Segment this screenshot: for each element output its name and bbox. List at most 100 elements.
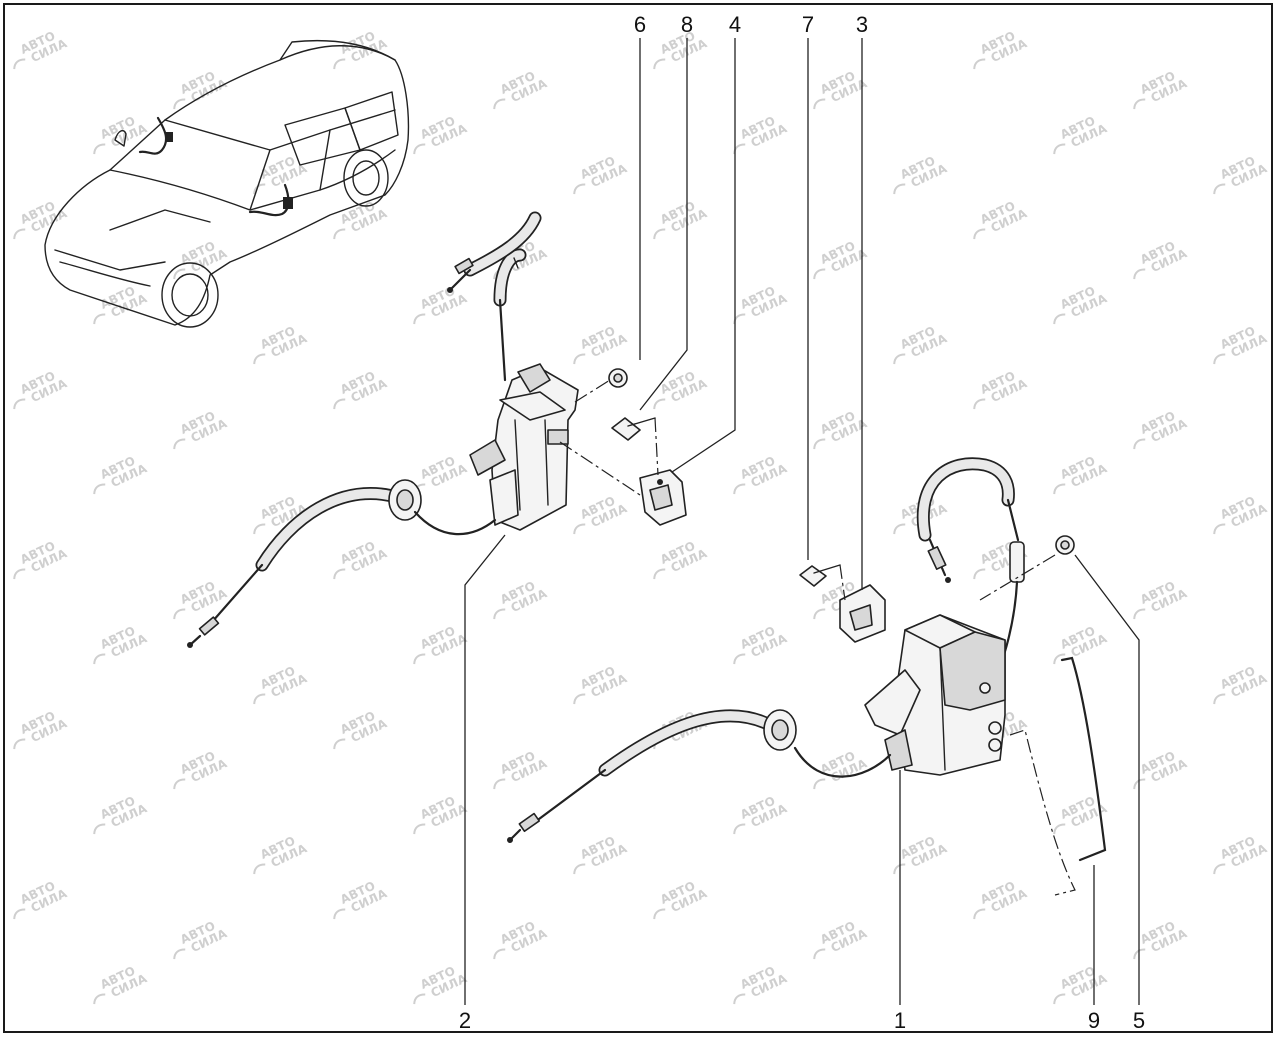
watermark-car-icon bbox=[253, 863, 266, 875]
watermark-car-icon bbox=[1213, 523, 1226, 535]
watermark-car-icon bbox=[653, 908, 666, 920]
watermark-car-icon bbox=[893, 353, 906, 365]
watermark-car-icon bbox=[333, 568, 346, 580]
watermark-car-icon bbox=[813, 438, 826, 450]
watermark-car-icon bbox=[413, 653, 426, 665]
callout-2: 2 bbox=[458, 1008, 472, 1033]
watermark-car-icon bbox=[173, 778, 186, 790]
watermark-car-icon bbox=[1213, 693, 1226, 705]
watermark-car-icon bbox=[1133, 778, 1146, 790]
callout-3: 3 bbox=[855, 12, 869, 37]
watermark-car-icon bbox=[653, 228, 666, 240]
callout-leaders bbox=[464, 38, 1140, 1005]
watermark-car-icon bbox=[973, 568, 986, 580]
watermark-car-icon bbox=[333, 228, 346, 240]
watermark-car-icon bbox=[493, 608, 506, 620]
watermark-car-icon bbox=[893, 183, 906, 195]
watermark-car-icon bbox=[253, 693, 266, 705]
watermark-car-icon bbox=[253, 183, 266, 195]
diagram-frame bbox=[3, 3, 1273, 1033]
watermark-car-icon bbox=[413, 313, 426, 325]
car-overview-illustration bbox=[44, 39, 410, 328]
watermark-car-icon bbox=[893, 523, 906, 535]
watermark-car-icon bbox=[173, 948, 186, 960]
watermark-car-icon bbox=[813, 268, 826, 280]
watermark-car-icon bbox=[813, 98, 826, 110]
watermark-car-icon bbox=[573, 693, 586, 705]
watermark-car-icon bbox=[493, 948, 506, 960]
watermark-car-icon bbox=[173, 438, 186, 450]
watermark-car-icon bbox=[1133, 268, 1146, 280]
watermark-car-icon bbox=[13, 908, 26, 920]
watermark-car-icon bbox=[13, 568, 26, 580]
watermark-car-icon bbox=[333, 398, 346, 410]
watermark-car-icon bbox=[253, 353, 266, 365]
watermark-car-icon bbox=[13, 228, 26, 240]
watermark-car-icon bbox=[1053, 993, 1066, 1005]
watermark-car-icon bbox=[253, 523, 266, 535]
callout-5: 5 bbox=[1132, 1008, 1146, 1033]
watermark-car-icon bbox=[333, 58, 346, 70]
watermark-car-icon bbox=[93, 653, 106, 665]
watermark-car-icon bbox=[733, 483, 746, 495]
watermark-car-icon bbox=[413, 823, 426, 835]
watermark-car-icon bbox=[173, 268, 186, 280]
watermark-car-icon bbox=[893, 863, 906, 875]
watermark-car-icon bbox=[93, 143, 106, 155]
watermark-car-icon bbox=[93, 483, 106, 495]
watermark-car-icon bbox=[573, 863, 586, 875]
watermark-car-icon bbox=[1213, 863, 1226, 875]
watermark-car-icon bbox=[573, 523, 586, 535]
watermark-car-icon bbox=[733, 313, 746, 325]
callout-9: 9 bbox=[1087, 1008, 1101, 1033]
watermark-car-icon bbox=[93, 313, 106, 325]
watermark-car-icon bbox=[813, 948, 826, 960]
watermark-car-icon bbox=[813, 608, 826, 620]
watermark-car-icon bbox=[413, 993, 426, 1005]
watermark-car-icon bbox=[813, 778, 826, 790]
